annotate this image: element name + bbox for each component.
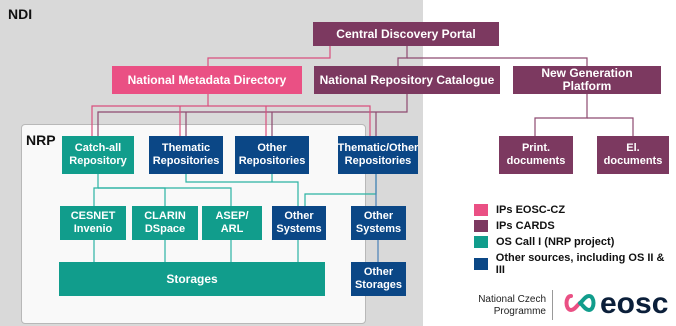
national-metadata-directory: National Metadata Directory <box>112 66 302 94</box>
nrp-label: NRP <box>26 132 56 148</box>
el-documents: El. documents <box>597 136 669 174</box>
eosc-logo-icon <box>562 292 598 319</box>
legend: IPs EOSC-CZ IPs CARDS OS Call I (NRP pro… <box>474 204 674 276</box>
legend-swatch-navy <box>474 258 488 270</box>
legend-label: IPs EOSC-CZ <box>496 204 566 216</box>
asep-arl: ASEP/ ARL <box>202 206 262 240</box>
thematic-other-repositories: Thematic/Other Repositories <box>338 136 418 174</box>
legend-swatch-plum <box>474 220 488 232</box>
storages: Storages <box>59 262 325 296</box>
legend-item: Other sources, including OS II & III <box>474 252 674 276</box>
legend-label: OS Call I (NRP project) <box>496 236 615 248</box>
other-systems-outer: Other Systems <box>351 206 406 240</box>
national-repository-catalogue: National Repository Catalogue <box>314 66 500 94</box>
legend-item: IPs CARDS <box>474 220 674 232</box>
clarin-dspace: CLARIN DSpace <box>132 206 198 240</box>
legend-swatch-pink <box>474 204 488 216</box>
other-repositories: Other Repositories <box>235 136 309 174</box>
central-discovery-portal: Central Discovery Portal <box>313 22 499 46</box>
eosc-logo-text: eosc <box>600 287 669 320</box>
print-documents: Print. documents <box>499 136 573 174</box>
legend-label: Other sources, including OS II & III <box>495 252 665 276</box>
catch-all-repository: Catch-all Repository <box>62 136 134 174</box>
other-storages: Other Storages <box>351 262 406 296</box>
legend-item: OS Call I (NRP project) <box>474 236 674 248</box>
cesnet-invenio: CESNET Invenio <box>60 206 126 240</box>
other-systems-inner: Other Systems <box>272 206 326 240</box>
programme-label: National Czech Programme <box>478 294 546 317</box>
thematic-repositories: Thematic Repositories <box>149 136 223 174</box>
legend-swatch-teal <box>474 236 488 248</box>
new-generation-platform: New Generation Platform <box>513 66 661 94</box>
ndi-label: NDI <box>8 6 33 22</box>
legend-label: IPs CARDS <box>496 220 555 232</box>
branding-divider <box>552 290 553 320</box>
legend-item: IPs EOSC-CZ <box>474 204 674 216</box>
